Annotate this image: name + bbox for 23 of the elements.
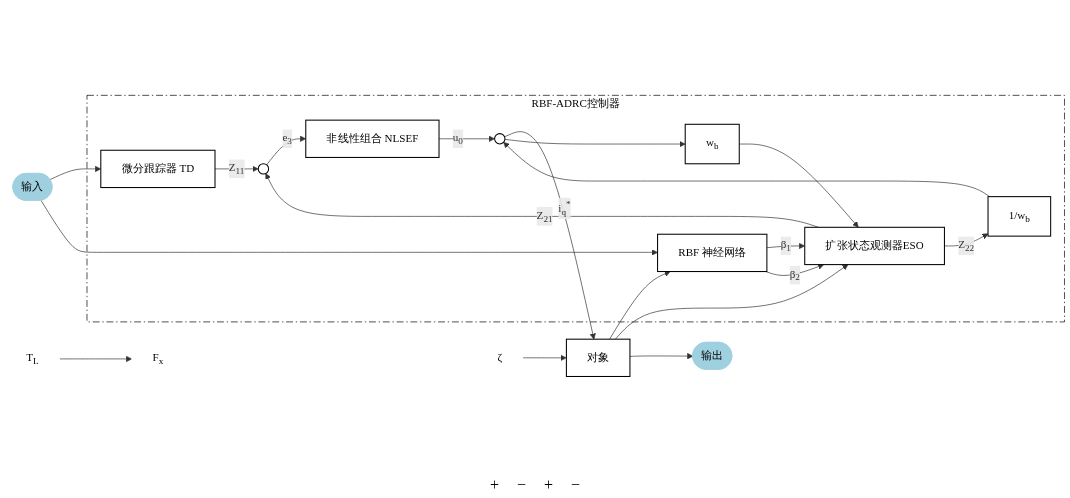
node-text: ζ — [497, 351, 503, 364]
edge-label: β$_{1}$ — [780, 238, 791, 254]
sign-label: − — [516, 476, 526, 494]
edge-label: Z$_{22}$ — [958, 238, 975, 254]
edge-label: Z$_{21}$ — [536, 209, 553, 224]
node-box: 扩张状态观测器ESO — [804, 226, 945, 266]
node-text: T$_{L}$ — [26, 351, 39, 367]
sign-label: − — [571, 476, 581, 494]
node-text: F$_{x}$ — [152, 351, 164, 367]
edge-label: β$_{2}$ — [789, 267, 800, 283]
node-circle — [494, 133, 506, 145]
edge-label: Z$_{11}$ — [228, 161, 245, 177]
node-box: 对象 — [565, 338, 631, 377]
node-box: RBF 神经网络 — [657, 233, 768, 273]
node-box: 微分跟踪器 TD — [100, 149, 216, 189]
node-box: 非线性组合 NLSEF — [305, 119, 440, 158]
edge-label: e$_{3}$ — [282, 131, 292, 147]
edge-label: u$_{0}$ — [452, 131, 463, 147]
node-box: 1/w$_{b}$ — [987, 196, 1052, 237]
sign-label: + — [544, 476, 554, 494]
sign-label: + — [489, 476, 499, 494]
node-circle — [257, 163, 270, 175]
node-box: w$_{b}$ — [684, 123, 740, 165]
